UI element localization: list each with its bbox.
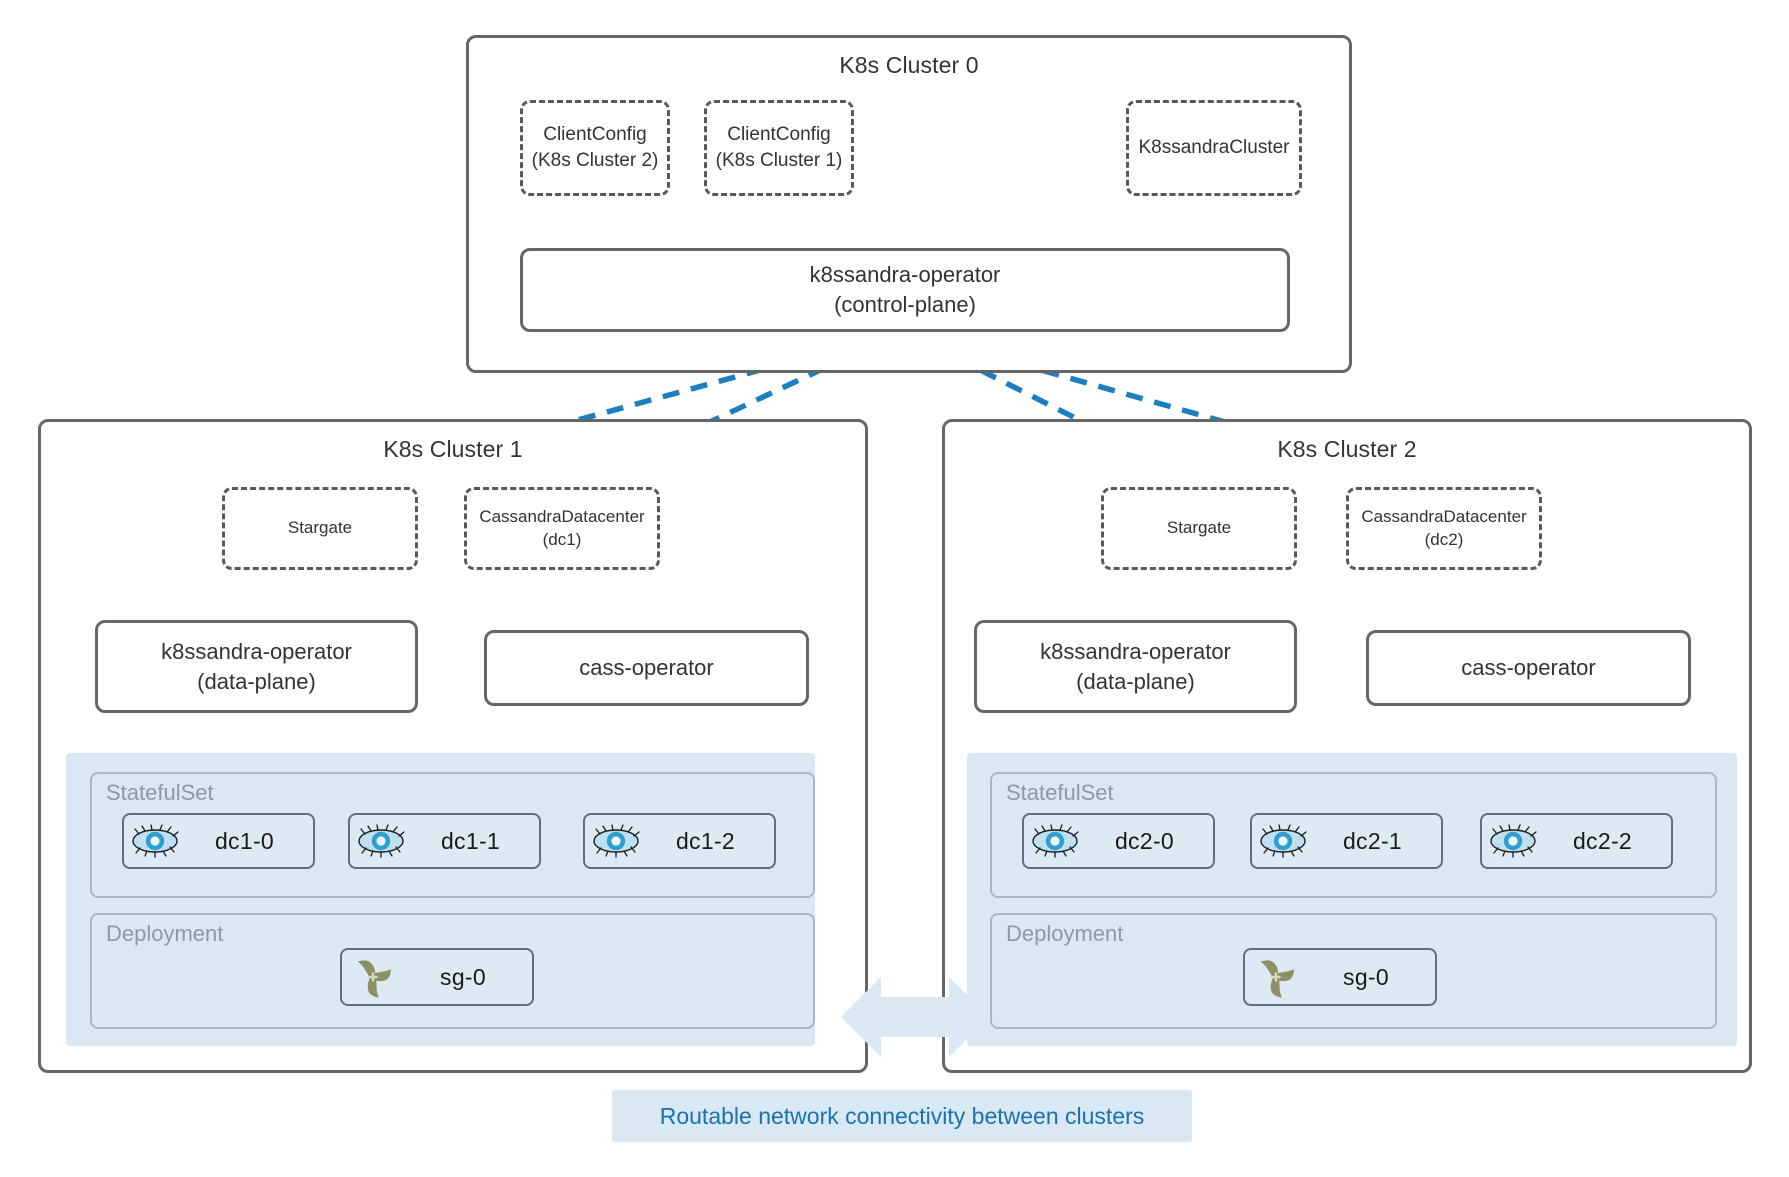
pod-label: dc1-1: [440, 827, 501, 854]
cluster1-cass-operator[interactable]: cass-operator: [484, 630, 809, 706]
pod-label: sg-0: [440, 963, 486, 990]
crd-line-1: ClientConfig: [727, 124, 831, 146]
crd-line-1: Stargate: [287, 518, 353, 538]
cluster2-pod-dc2-2[interactable]: dc2-2: [1480, 813, 1673, 869]
cassandra-eye-icon: [1252, 818, 1314, 864]
pod-label: dc1-0: [214, 827, 275, 854]
pod-label: sg-0: [1343, 963, 1389, 990]
cluster2-pod-dc2-0[interactable]: dc2-0: [1022, 813, 1215, 869]
pod-label: dc1-2: [675, 827, 736, 854]
cluster2-cass-operator[interactable]: cass-operator: [1366, 630, 1691, 706]
operator-line-1: cass-operator: [579, 655, 714, 681]
cluster2-k8ssandra-operator-data-plane[interactable]: k8ssandra-operator (data-plane): [974, 620, 1297, 713]
cluster1-pod-dc1-1[interactable]: dc1-1: [348, 813, 541, 869]
deployment-label: Deployment: [106, 921, 224, 946]
stargate-pinwheel-icon: [342, 954, 404, 1000]
pod-label: dc2-1: [1342, 827, 1403, 854]
operator-line-1: cass-operator: [1461, 655, 1596, 681]
crd-clientconfig-cluster-2[interactable]: ClientConfig (K8s Cluster 2): [520, 100, 670, 196]
cluster1-k8ssandra-operator-data-plane[interactable]: k8ssandra-operator (data-plane): [95, 620, 418, 713]
cluster-2-title: K8s Cluster 2: [1277, 436, 1417, 462]
crd-line-1: CassandraDatacenter: [1361, 506, 1527, 526]
pod-label: dc2-2: [1572, 827, 1633, 854]
cluster2-pod-dc2-1[interactable]: dc2-1: [1250, 813, 1443, 869]
operator-line-1: k8ssandra-operator: [161, 638, 352, 664]
operator-line-1: k8ssandra-operator: [1040, 638, 1231, 664]
operator-line-2: (data-plane): [1076, 668, 1195, 694]
k8ssandra-operator-control-plane[interactable]: k8ssandra-operator (control-plane): [520, 248, 1290, 332]
crd-line-1: Stargate: [1166, 518, 1232, 538]
cluster1-pod-dc1-0[interactable]: dc1-0: [122, 813, 315, 869]
cluster1-pod-dc1-2[interactable]: dc1-2: [583, 813, 776, 869]
crd-line-1: ClientConfig: [543, 124, 647, 146]
crd-clientconfig-cluster-1[interactable]: ClientConfig (K8s Cluster 1): [704, 100, 854, 196]
cassandra-eye-icon: [1482, 818, 1544, 864]
crd-k8ssandracluster[interactable]: K8ssandraCluster: [1126, 100, 1302, 196]
stargate-pinwheel-icon: [1245, 954, 1307, 1000]
crd-line-1: K8ssandraCluster: [1138, 137, 1290, 159]
cluster2-crd-cassandradatacenter[interactable]: CassandraDatacenter (dc2): [1346, 487, 1542, 570]
crd-line-2: (K8s Cluster 1): [715, 150, 843, 171]
cassandra-eye-icon: [124, 818, 186, 864]
cluster1-pod-sg-0[interactable]: sg-0: [340, 948, 534, 1006]
cluster1-crd-cassandradatacenter[interactable]: CassandraDatacenter (dc1): [464, 487, 660, 570]
cluster1-crd-stargate[interactable]: Stargate: [222, 487, 418, 570]
statefulset-label: StatefulSet: [1006, 780, 1114, 805]
cluster2-pod-sg-0[interactable]: sg-0: [1243, 948, 1437, 1006]
deployment-label: Deployment: [1006, 921, 1124, 946]
routable-network-caption: Routable network connectivity between cl…: [612, 1090, 1192, 1142]
cassandra-eye-icon: [585, 818, 647, 864]
crd-line-2: (dc2): [1424, 529, 1464, 549]
cluster-1-title: K8s Cluster 1: [383, 436, 523, 462]
cassandra-eye-icon: [1024, 818, 1086, 864]
crd-line-1: CassandraDatacenter: [479, 506, 645, 526]
cluster2-crd-stargate[interactable]: Stargate: [1101, 487, 1297, 570]
operator-line-1: k8ssandra-operator: [809, 262, 1001, 288]
caption-text: Routable network connectivity between cl…: [659, 1102, 1145, 1129]
crd-line-2: (dc1): [542, 529, 582, 549]
pod-label: dc2-0: [1114, 827, 1175, 854]
operator-line-2: (control-plane): [834, 292, 976, 317]
statefulset-label: StatefulSet: [106, 780, 214, 805]
cluster-0-title: K8s Cluster 0: [839, 52, 979, 78]
crd-line-2: (K8s Cluster 2): [531, 150, 659, 171]
cassandra-eye-icon: [350, 818, 412, 864]
operator-line-2: (data-plane): [197, 668, 316, 694]
